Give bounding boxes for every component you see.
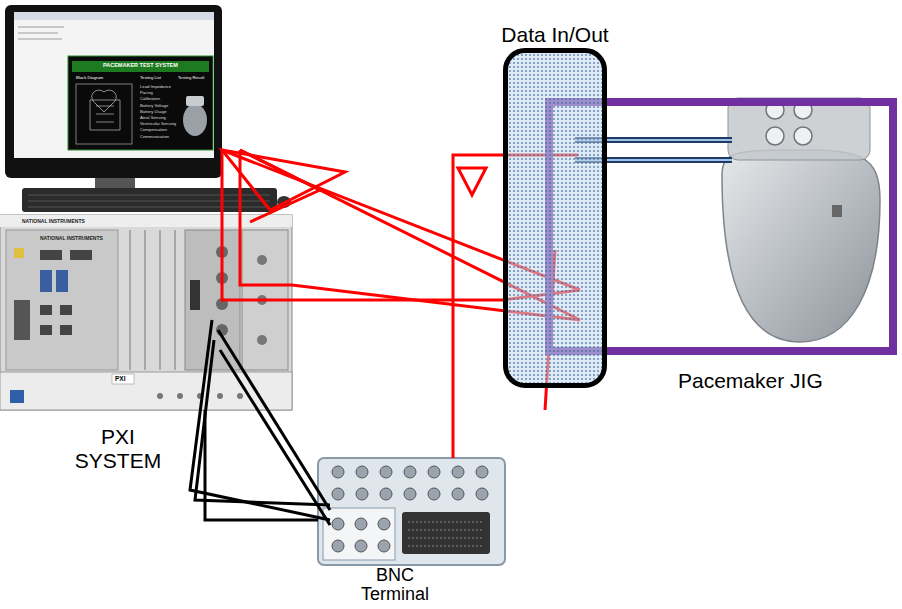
test-item: Compensation <box>140 127 167 132</box>
test-item: Atrial Sensing <box>140 115 166 120</box>
test-item: Communication <box>140 134 169 139</box>
data-io-band: Data In/Out <box>503 48 607 388</box>
band-heading: Data In/Out <box>501 23 608 47</box>
signal-wire <box>453 155 503 458</box>
bnc-terminal: BNC Terminal <box>318 458 505 565</box>
test-item: Ventricular Sensing <box>140 121 176 126</box>
signal-wire <box>205 410 318 520</box>
screen-heading: Block Diagram <box>76 75 103 80</box>
pxi-system: PXI SYSTEM <box>0 215 292 410</box>
test-item: Lead Impedance <box>140 84 171 89</box>
keyboard <box>22 188 291 212</box>
chassis-tag: PXI <box>115 375 125 383</box>
black-signal-wires <box>190 320 330 525</box>
pacemaker-device <box>722 98 880 342</box>
brand-mark: NATIONAL INSTRUMENTS <box>40 235 103 241</box>
brand-mark: NATIONAL INSTRUMENTS <box>22 218 85 224</box>
bnc-terminal-device <box>318 458 505 565</box>
test-item: Battery Usage <box>140 109 167 114</box>
monitor <box>5 5 222 188</box>
test-item: Pacing <box>140 90 153 95</box>
test-item: Calibration <box>140 96 160 101</box>
screen-heading: Testing List <box>140 75 161 80</box>
terminal-heading: BNC Terminal <box>345 566 445 604</box>
screen-title: PACEMAKER TEST SYSTEM <box>103 62 178 69</box>
screen-heading: Testing Result <box>178 75 204 80</box>
test-item: Battery Voltage <box>140 103 168 108</box>
system-heading: PXI SYSTEM <box>63 425 173 473</box>
signal-wire <box>292 299 503 302</box>
jig-heading: Pacemaker JIG <box>678 369 898 393</box>
